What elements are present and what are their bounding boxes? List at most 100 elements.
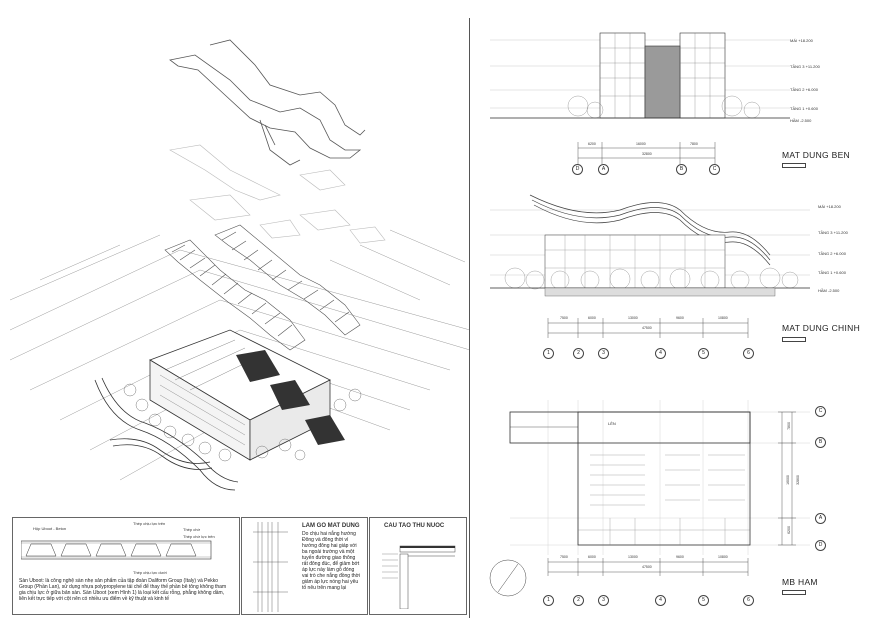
side-scale-bar bbox=[782, 163, 806, 168]
deck-layers bbox=[169, 144, 386, 244]
sheet-divider bbox=[469, 18, 470, 618]
main-level-3-name: TẦNG 2 bbox=[818, 251, 833, 256]
side-level-1-value: +18.200 bbox=[798, 38, 813, 43]
side-level-3-value: +6.000 bbox=[805, 87, 818, 92]
slab-label-dowel-top: Thép chờ lực trên bbox=[183, 534, 215, 539]
drain-section bbox=[382, 545, 456, 609]
main-dim-total: 47500 bbox=[642, 326, 652, 330]
main-level-2-name: TẦNG 3 bbox=[818, 230, 833, 235]
main-grid-4: 4 bbox=[655, 348, 666, 359]
main-dim-lines bbox=[547, 318, 749, 338]
building-massing bbox=[149, 329, 345, 461]
main-dim-3: 13000 bbox=[628, 316, 638, 320]
side-level-5-value: -2.500 bbox=[800, 118, 812, 123]
side-building bbox=[599, 32, 726, 119]
plan-title: MB HAM bbox=[782, 577, 818, 587]
north-arrow bbox=[489, 559, 527, 597]
side-elevation-title: MAT DUNG BEN bbox=[782, 150, 850, 160]
main-level-3-value: +6.000 bbox=[833, 251, 846, 256]
plan-row-dim-total: 32800 bbox=[795, 475, 800, 485]
slab-detail-box: Hộp Uboot - Beton Thép chịu lực trên Thé… bbox=[12, 517, 240, 615]
roof-grid-frame bbox=[164, 224, 361, 351]
drain-title: CAU TAO THU NUOC bbox=[384, 523, 445, 529]
side-level-4-value: +0.600 bbox=[805, 106, 818, 111]
plan-scale-bar bbox=[782, 590, 806, 595]
louver-detail-box: LAM GO MAT DUNG Do chịu hai nắng hướng Đ… bbox=[241, 517, 368, 615]
roof-ribbon bbox=[169, 39, 366, 166]
exploded-axonometric bbox=[9, 39, 470, 491]
side-dim-lines bbox=[577, 142, 716, 164]
main-dim-4: 9600 bbox=[676, 316, 684, 320]
side-grid-B: B bbox=[676, 164, 687, 175]
main-level-2: TẦNG 3 +11.200 bbox=[818, 230, 848, 235]
trees bbox=[123, 383, 362, 462]
side-facade bbox=[600, 33, 725, 118]
main-dim-1: 7500 bbox=[560, 316, 568, 320]
louver-section bbox=[253, 522, 288, 612]
wave-wall bbox=[94, 377, 239, 491]
side-level-1-name: MÁI bbox=[790, 38, 798, 43]
side-dim-total: 32800 bbox=[642, 152, 652, 156]
main-facade bbox=[545, 235, 725, 288]
main-level-4-value: +0.600 bbox=[833, 270, 846, 275]
main-level-3: TẦNG 2 +6.000 bbox=[818, 251, 846, 256]
plan-parking bbox=[578, 454, 750, 545]
main-grid-6: 6 bbox=[743, 348, 754, 359]
side-grid-A: A bbox=[598, 164, 609, 175]
slab-label-dowel: Thép chờ bbox=[183, 527, 201, 532]
side-level-4-name: TẦNG 1 bbox=[790, 106, 805, 111]
side-level-1: MÁI +18.200 bbox=[790, 38, 813, 43]
plan-dim-2: 6000 bbox=[588, 555, 596, 559]
side-elevation bbox=[490, 32, 790, 164]
plan-grid-col-5: 5 bbox=[698, 595, 709, 606]
main-dim-5: 10800 bbox=[718, 316, 728, 320]
plan-dim-3: 13000 bbox=[628, 555, 638, 559]
side-level-3-name: TẦNG 2 bbox=[790, 87, 805, 92]
main-elevation-title: MAT DUNG CHINH bbox=[782, 323, 861, 333]
plan-dim-total: 47500 bbox=[642, 565, 652, 569]
side-dim-1: 6200 bbox=[588, 142, 596, 146]
side-grid-D: D bbox=[572, 164, 583, 175]
main-scale-bar bbox=[782, 337, 806, 342]
side-level-3: TẦNG 2 +6.000 bbox=[790, 87, 818, 92]
main-elevation bbox=[490, 194, 810, 338]
slab-description: Sàn Uboot: là công nghệ sàn nhẹ sản phẩm… bbox=[19, 578, 227, 602]
plan-grid-row-A: A bbox=[815, 513, 826, 524]
main-level-1: MÁI +18.200 bbox=[818, 204, 841, 209]
plan-dim-1: 7500 bbox=[560, 555, 568, 559]
main-level-5-name: HẦM bbox=[818, 288, 827, 293]
louver-title: LAM GO MAT DUNG bbox=[302, 523, 360, 529]
main-grid-3: 3 bbox=[598, 348, 609, 359]
slab-label-bottom-bar: Thép chịu lực dưới bbox=[133, 570, 167, 575]
side-dim-3: 7800 bbox=[690, 142, 698, 146]
main-level-4-name: TẦNG 1 bbox=[818, 270, 833, 275]
main-level-2-value: +11.200 bbox=[833, 230, 848, 235]
plan-dim-4: 9600 bbox=[676, 555, 684, 559]
plan-grid-row-B: B bbox=[815, 437, 826, 448]
main-level-1-value: +18.200 bbox=[826, 204, 841, 209]
main-wave-roof bbox=[529, 194, 771, 266]
slab-label-box: Hộp Uboot - Beton bbox=[33, 526, 67, 531]
plan-grid-col-4: 4 bbox=[655, 595, 666, 606]
plan-dim-5: 10800 bbox=[718, 555, 728, 559]
louver-text: Do chịu hai nắng hướng Đông và đông thời… bbox=[302, 531, 361, 591]
main-dim-2: 6000 bbox=[588, 316, 596, 320]
side-grid-C: C bbox=[709, 164, 720, 175]
plan-row-dim-2: 16000 bbox=[785, 475, 790, 485]
plan-row-dim-1: 7800 bbox=[786, 422, 791, 430]
plan-grid-col-6: 6 bbox=[743, 595, 754, 606]
slab-section bbox=[21, 540, 212, 560]
main-level-4: TẦNG 1 +0.600 bbox=[818, 270, 846, 275]
plan-row-dim-3: 6200 bbox=[786, 526, 791, 534]
plan-dim-lines bbox=[547, 411, 796, 576]
basement-plan bbox=[489, 400, 810, 597]
main-grid-2: 2 bbox=[573, 348, 584, 359]
plan-grid-col-2: 2 bbox=[573, 595, 584, 606]
plan-grid-row-C: C bbox=[815, 406, 826, 417]
plan-grid-row-D: D bbox=[815, 540, 826, 551]
side-level-2: TẦNG 3 +11.200 bbox=[790, 64, 820, 69]
drain-detail-box: CAU TAO THU NUOC bbox=[369, 517, 467, 615]
plan-grid-col-3: 3 bbox=[598, 595, 609, 606]
main-grid-1: 1 bbox=[543, 348, 554, 359]
main-grid-5: 5 bbox=[698, 348, 709, 359]
